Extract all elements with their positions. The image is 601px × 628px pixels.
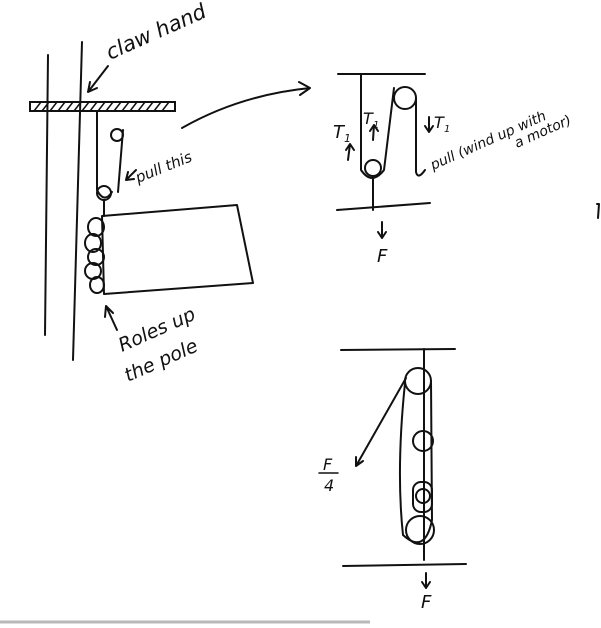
inner-block <box>412 481 433 513</box>
pulley-system-top: T 1 T 1 T 1 pull (wind up with a motor) … <box>333 73 574 267</box>
pole-right-edge <box>72 41 83 361</box>
pulley-rope-right <box>117 129 124 193</box>
inner-pulley <box>415 488 431 504</box>
floor-line-bottom <box>342 563 467 567</box>
box <box>101 204 254 295</box>
f-bottom-arrow <box>421 572 431 589</box>
svg-text:4: 4 <box>324 476 334 495</box>
stray-mark <box>596 203 600 219</box>
t1-right-label: T 1 <box>434 113 450 135</box>
svg-text:T: T <box>434 113 445 132</box>
pulley-system-bottom: F 4 F <box>318 348 467 613</box>
pole-left-edge <box>44 54 49 336</box>
pull-rope <box>415 97 426 177</box>
t1-mid-arrow <box>369 124 379 141</box>
claw-arrow <box>87 65 109 93</box>
t1-left-label: T 1 <box>333 122 351 145</box>
pull-arrow <box>125 169 137 181</box>
t1-mid-label: T 1 <box>363 109 379 131</box>
f-top-arrow <box>377 221 387 239</box>
connector-arrow <box>181 81 311 129</box>
fixed-pulley <box>393 86 417 110</box>
movable-pulley <box>364 159 382 177</box>
svg-text:T: T <box>363 109 374 128</box>
svg-text:1: 1 <box>373 120 379 131</box>
pole-sketch: claw hand pull this Roles up the pole <box>29 0 254 387</box>
wheels <box>84 217 105 294</box>
claw-hand-label: claw hand <box>102 0 210 65</box>
pull-line-diagonal <box>355 377 407 467</box>
ceiling-line-bottom <box>340 348 456 351</box>
t1-left-arrow <box>345 143 355 161</box>
upper-pulley <box>110 128 124 142</box>
pull-this-label: pull this <box>132 148 195 187</box>
svg-text:T: T <box>333 122 346 143</box>
f-bottom-label: F <box>421 592 432 613</box>
svg-text:F: F <box>323 455 333 474</box>
rolls-arrow <box>104 305 118 331</box>
floor-line <box>336 202 431 211</box>
bottom-pulley <box>405 515 435 545</box>
svg-text:1: 1 <box>344 132 351 145</box>
t1-right-arrow <box>424 116 434 133</box>
claw-hand-bar <box>29 101 176 112</box>
svg-text:1: 1 <box>444 124 450 135</box>
middle-pulley <box>412 430 434 452</box>
top-pulley <box>404 367 432 395</box>
f-top-label: F <box>377 246 388 267</box>
f-fraction-label: F 4 <box>318 455 339 495</box>
outer-loop <box>398 380 433 544</box>
pulley-loop <box>96 189 113 199</box>
